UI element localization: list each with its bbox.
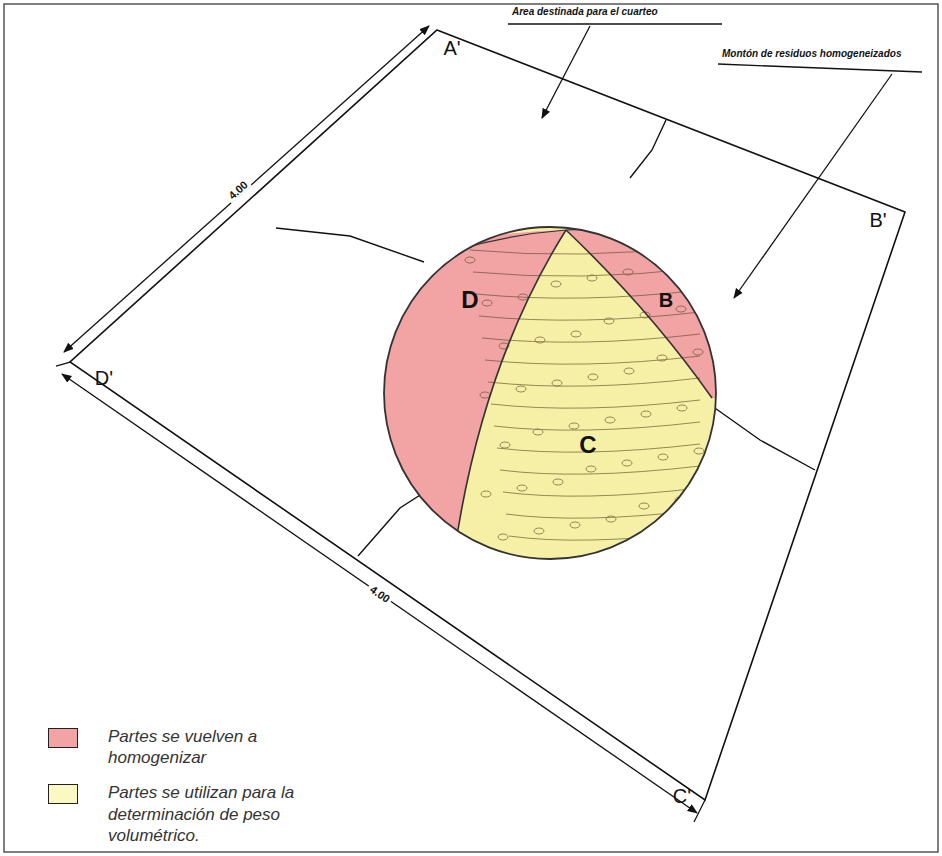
quartering-area: [70, 30, 905, 800]
texture-blob: [693, 349, 703, 355]
texture-blob: [465, 257, 475, 263]
texture-blob: [641, 411, 651, 417]
texture-stroke: [491, 400, 700, 408]
legend-entry: Partes se vuelven a homogenizar: [48, 726, 348, 769]
frame: [4, 4, 938, 852]
texture-stroke: [506, 510, 700, 518]
texture-blob: [534, 528, 544, 534]
texture-blob: [569, 423, 579, 429]
texture-blob: [624, 368, 634, 374]
legend-swatch: [48, 728, 78, 748]
texture-stroke: [509, 532, 700, 540]
texture-blob: [570, 522, 580, 528]
legend-swatch: [48, 784, 78, 804]
texture-stroke: [497, 444, 700, 452]
legend-entry: Partes se utilizan para la determinación…: [48, 782, 348, 846]
texture-blob: [571, 331, 581, 337]
texture-stroke: [485, 356, 700, 364]
waste-pile: [380, 180, 730, 570]
texture-blob: [676, 306, 686, 312]
corner-label: D': [95, 367, 113, 389]
texture-blob: [586, 466, 596, 472]
texture-stroke: [500, 466, 700, 474]
texture-blob: [517, 485, 527, 491]
texture-blob: [658, 454, 668, 460]
texture-blob: [480, 392, 490, 398]
texture-blob: [677, 405, 687, 411]
texture-blob: [533, 429, 543, 435]
texture-blob: [518, 294, 528, 300]
corner-label: A': [443, 37, 460, 59]
legend-text: Partes se vuelven a homogenizar: [108, 726, 348, 769]
part-letter: D: [461, 287, 478, 313]
texture-blob: [588, 374, 598, 380]
pile-label: Montón de residuos homogeneizados: [722, 48, 901, 59]
texture-blob: [623, 269, 633, 275]
area-label: Area destinada para el cuarteo: [512, 6, 658, 17]
texture-blob: [605, 417, 615, 423]
texture-blob: [657, 355, 667, 361]
texture-blob: [498, 534, 508, 540]
texture-blob: [551, 281, 561, 287]
corner-label: C': [673, 785, 691, 807]
legend-text: Partes se utilizan para la determinación…: [108, 782, 348, 846]
texture-blob: [604, 318, 614, 324]
texture-blob: [622, 460, 632, 466]
dimension-label: 4.00: [224, 176, 253, 203]
texture-blob: [639, 503, 649, 509]
texture-blob: [535, 337, 545, 343]
texture-blob: [694, 448, 704, 454]
texture-stroke: [503, 488, 700, 496]
part-letter: B: [659, 289, 673, 311]
texture-blob: [482, 300, 492, 306]
texture-blob: [553, 479, 563, 485]
texture-blob: [552, 380, 562, 386]
texture-blob: [692, 540, 702, 546]
texture-blob: [500, 442, 510, 448]
texture-stroke: [479, 312, 700, 320]
corner-label: B': [869, 209, 886, 231]
pile-outline: [384, 227, 716, 559]
texture-blob: [606, 516, 616, 522]
part-letter: C: [579, 432, 596, 458]
texture-stroke: [470, 246, 700, 254]
texture-stroke: [494, 422, 700, 430]
dimension-label: 4.00: [365, 581, 394, 607]
texture-blob: [516, 386, 526, 392]
texture-blob: [481, 491, 491, 497]
texture-stroke: [488, 378, 700, 386]
texture-blob: [587, 275, 597, 281]
